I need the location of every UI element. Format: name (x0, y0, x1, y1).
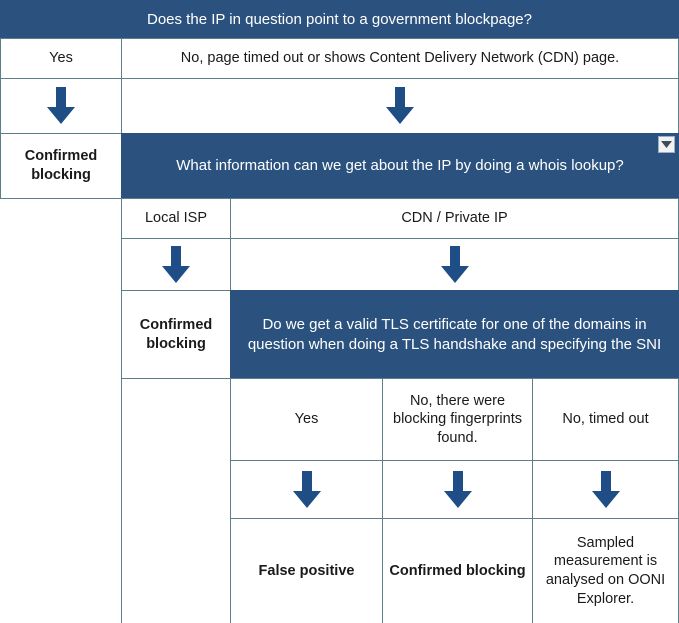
level3-outcome-false-positive[interactable]: False positive (230, 518, 383, 623)
level2-question-band: What information can we get about the IP… (121, 133, 679, 199)
down-arrow-icon (591, 470, 621, 509)
level3-answer-yes[interactable]: Yes (230, 378, 383, 461)
level1-answer-no[interactable]: No, page timed out or shows Content Deli… (121, 38, 679, 79)
level3-arrow-yes-cell (230, 460, 383, 519)
level1-outcome-confirmed-blocking[interactable]: Confirmed blocking (0, 133, 122, 199)
down-arrow-icon (440, 245, 470, 284)
down-arrow-icon (443, 470, 473, 509)
level1-answer-yes[interactable]: Yes (0, 38, 122, 79)
level2-arrow-cdn-cell (230, 238, 679, 291)
down-arrow-icon (46, 87, 76, 125)
empty-column-2-region (121, 378, 231, 623)
grid-line-col1-bottom (0, 198, 122, 199)
level2-answer-cdn[interactable]: CDN / Private IP (230, 198, 679, 239)
level3-arrow-timeout-cell (532, 460, 679, 519)
level3-answer-timeout[interactable]: No, timed out (532, 378, 679, 461)
down-arrow-icon (161, 245, 191, 284)
level2-answer-local-isp[interactable]: Local ISP (121, 198, 231, 239)
level1-arrow-yes-cell (0, 78, 122, 134)
level1-arrow-no-cell (121, 78, 679, 134)
empty-column-1-region (0, 198, 122, 623)
level2-outcome-confirmed-blocking[interactable]: Confirmed blocking (121, 290, 231, 379)
down-arrow-icon (292, 470, 322, 509)
level2-arrow-local-isp-cell (121, 238, 231, 291)
level3-outcome-sampled-measurement[interactable]: Sampled measurement is analysed on OONI … (532, 518, 679, 623)
level3-arrow-fingerprints-cell (382, 460, 533, 519)
level3-question-band: Do we get a valid TLS certificate for on… (230, 290, 679, 379)
grid-line-col1-right (121, 198, 122, 623)
down-arrow-icon (385, 87, 415, 125)
grid-line-col2-right (230, 378, 231, 623)
level1-question-band: Does the IP in question point to a gover… (0, 0, 679, 39)
level3-outcome-confirmed-blocking[interactable]: Confirmed blocking (382, 518, 533, 623)
filter-dropdown-icon[interactable] (658, 136, 675, 153)
grid-line-col2-under-outcome (121, 378, 231, 379)
level3-answer-fingerprints[interactable]: No, there were blocking fingerprints fou… (382, 378, 533, 461)
